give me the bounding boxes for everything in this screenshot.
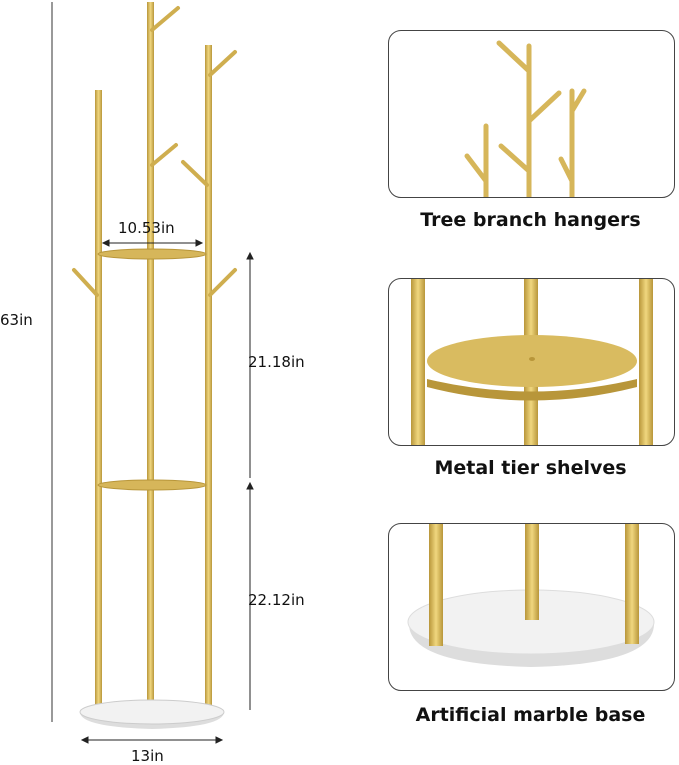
dimension-arrows <box>80 239 254 744</box>
shelves-caption: Metal tier shelves <box>434 457 627 479</box>
shelf-width-label: 10.53in <box>118 219 175 237</box>
marble-base <box>79 699 225 729</box>
hangers-caption: Tree branch hangers <box>420 209 641 231</box>
base-width-label: 13in <box>131 747 164 765</box>
shelves <box>97 248 207 491</box>
hangers-detail-panel <box>388 30 675 198</box>
lower-gap-label: 22.12in <box>248 591 305 609</box>
base-caption: Artificial marble base <box>415 704 646 726</box>
base-detail-image <box>407 524 655 667</box>
base-detail-panel <box>388 523 675 691</box>
height-label: 63in <box>0 311 33 329</box>
upper-gap-label: 21.18in <box>248 353 305 371</box>
rack-poles <box>95 2 212 712</box>
shelves-detail-image <box>411 279 653 445</box>
branch-hooks <box>72 6 237 297</box>
hangers-detail-image <box>464 40 587 197</box>
shelves-detail-panel <box>388 278 675 446</box>
